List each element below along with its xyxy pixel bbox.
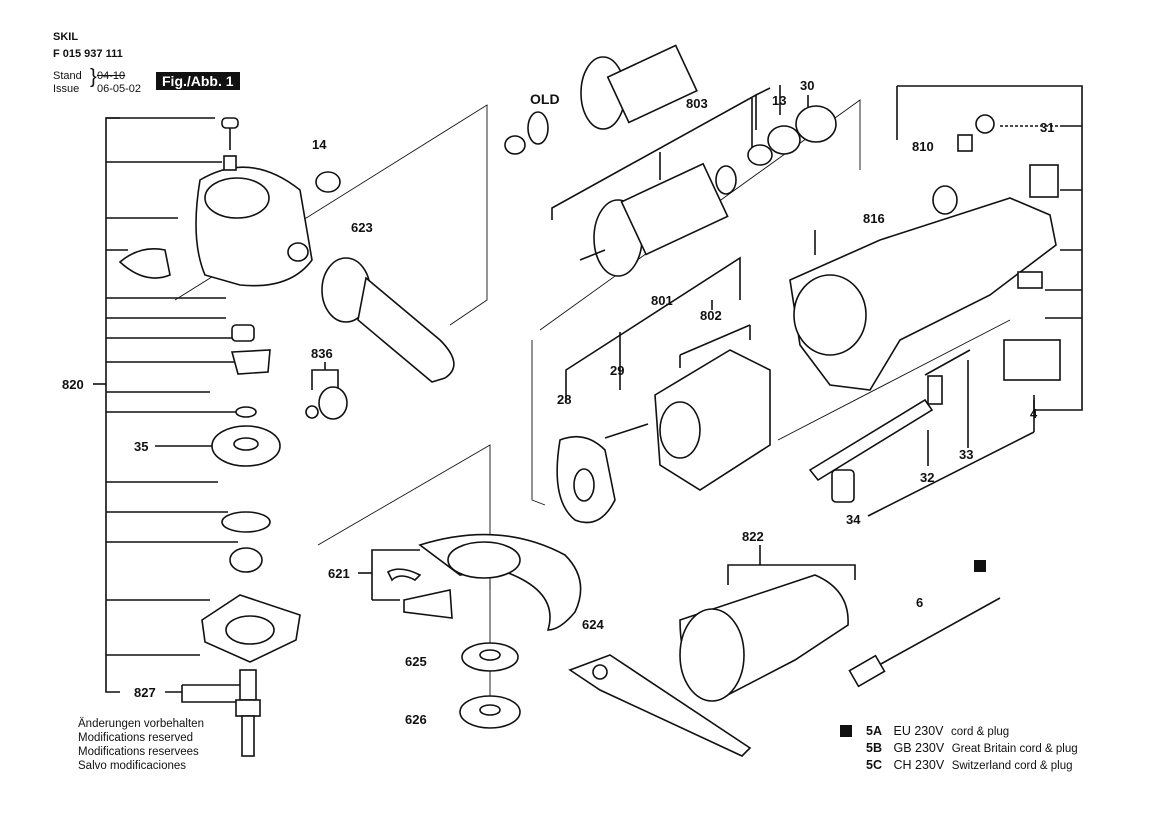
legend-desc: cord & plug — [951, 726, 1010, 738]
label-4: 4 — [1030, 406, 1038, 421]
legend-code: 5A — [866, 724, 882, 738]
label-822: 822 — [742, 529, 764, 544]
label-802: 802 — [700, 308, 722, 323]
label-625: 625 — [405, 654, 427, 669]
legend-code: 5C — [866, 758, 882, 772]
label-827: 827 — [134, 685, 156, 700]
issue-label: Issue — [53, 83, 80, 95]
label-810: 810 — [912, 139, 934, 154]
label-33: 33 — [959, 447, 974, 462]
label-623: 623 — [351, 220, 373, 235]
label-34: 34 — [846, 512, 861, 527]
note-line: Modifications reserved — [78, 732, 194, 744]
stand-value: 04-10 — [97, 70, 126, 82]
legend-voltage: EU 230V — [893, 724, 944, 738]
label-836: 836 — [311, 346, 333, 361]
label-28: 28 — [557, 392, 572, 407]
note-line: Änderungen vorbehalten — [78, 718, 204, 730]
cord-marker-square — [974, 560, 986, 572]
brand-name: SKIL — [53, 31, 79, 43]
label-820: 820 — [62, 377, 84, 392]
label-6: 6 — [916, 595, 924, 610]
legend-voltage: GB 230V — [893, 741, 945, 755]
label-13: 13 — [772, 93, 787, 108]
label-old: OLD — [530, 91, 560, 107]
label-816: 816 — [863, 211, 885, 226]
label-621: 621 — [328, 566, 350, 581]
legend-desc: Switzerland cord & plug — [951, 760, 1073, 772]
legend-row: 5B GB 230V Great Britain cord & plug — [866, 741, 1078, 758]
label-32: 32 — [920, 470, 935, 485]
figure-label: Fig./Abb. 1 — [156, 72, 240, 90]
legend-voltage: CH 230V — [893, 758, 945, 772]
label-14: 14 — [312, 137, 327, 152]
legend-code: 5B — [866, 741, 882, 755]
legend-marker-square — [840, 725, 852, 737]
brace: } — [90, 66, 97, 88]
cord-legend: 5A EU 230V cord & plug 5B GB 230V Great … — [866, 724, 1078, 775]
note-line: Salvo modificaciones — [78, 760, 187, 772]
modification-notes: Änderungen vorbehalten Modifications res… — [78, 717, 204, 773]
label-801: 801 — [651, 293, 673, 308]
legend-desc: Great Britain cord & plug — [951, 743, 1078, 755]
label-30: 30 — [800, 78, 815, 93]
part-number: F 015 937 111 — [53, 48, 123, 60]
label-31: 31 — [1040, 120, 1055, 135]
issue-value: 06-05-02 — [97, 83, 142, 95]
label-624: 624 — [582, 617, 604, 632]
stand-label: Stand — [53, 70, 82, 82]
label-35: 35 — [134, 439, 149, 454]
legend-row: 5C CH 230V Switzerland cord & plug — [866, 758, 1078, 775]
label-29: 29 — [610, 363, 625, 378]
note-line: Modifications reservees — [78, 746, 199, 758]
label-803: 803 — [686, 96, 708, 111]
label-626: 626 — [405, 712, 427, 727]
legend-row: 5A EU 230V cord & plug — [866, 724, 1078, 741]
